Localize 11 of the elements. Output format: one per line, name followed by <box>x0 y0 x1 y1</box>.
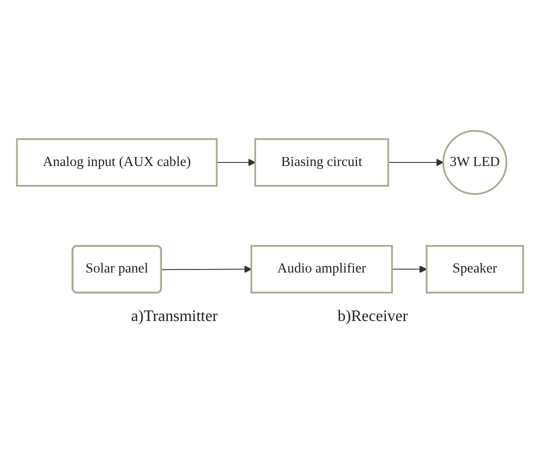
arrow <box>391 266 426 274</box>
node-box: Biasing circuit <box>254 138 389 187</box>
node-box: Analog input (AUX cable) <box>16 138 218 187</box>
node-box: Speaker <box>425 245 524 294</box>
caption-label: a)Transmitter <box>131 308 218 326</box>
node-box: Audio amplifier <box>250 245 392 294</box>
arrow <box>387 158 444 166</box>
arrow <box>160 266 252 274</box>
arrow <box>216 158 256 166</box>
caption-label: b)Receiver <box>338 308 408 326</box>
node-circle: 3W LED <box>442 130 507 196</box>
